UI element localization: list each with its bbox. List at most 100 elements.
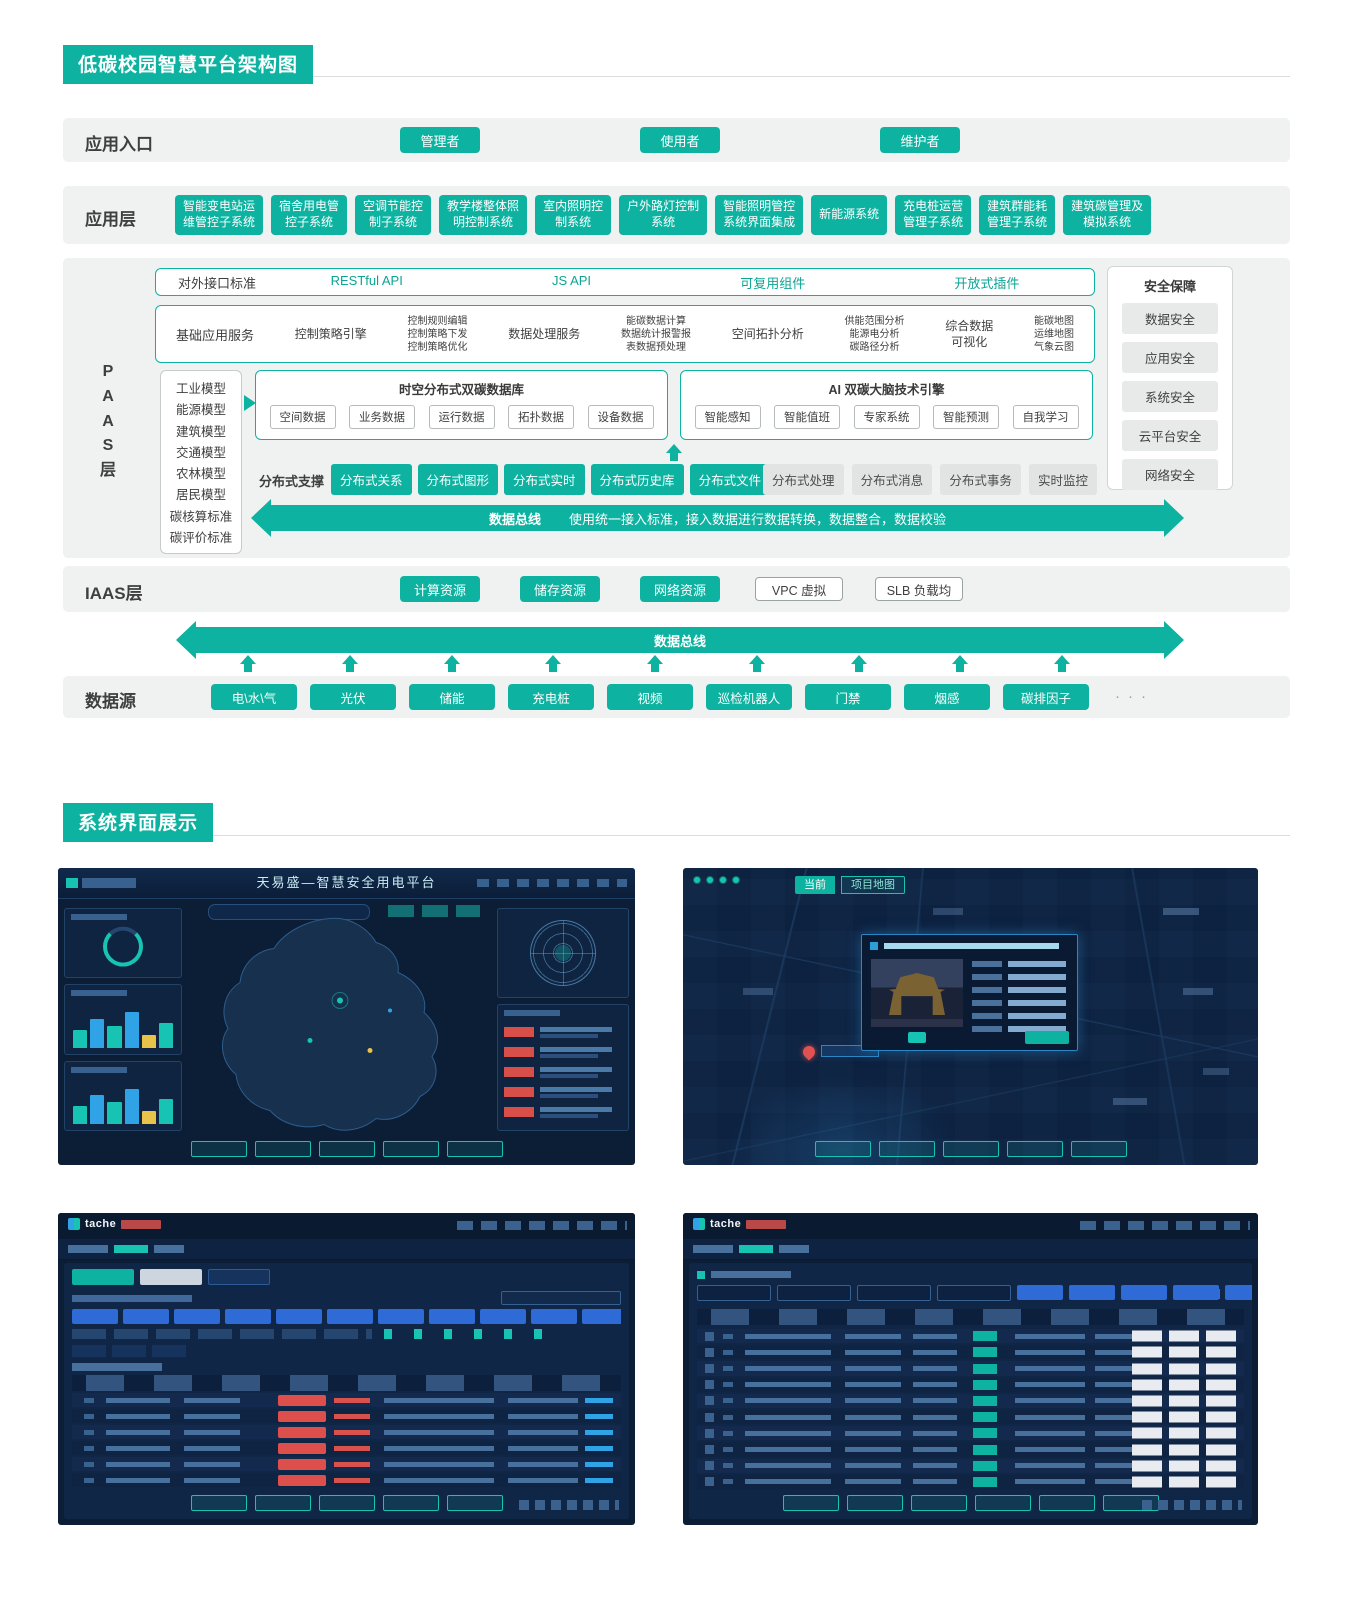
table-row	[697, 1474, 1244, 1490]
alarm-row	[504, 1044, 622, 1060]
security-item: 网络安全	[1122, 459, 1218, 490]
security-item: 系统安全	[1122, 381, 1218, 412]
filter-chip	[1225, 1285, 1252, 1300]
gauge-chart	[103, 926, 143, 967]
bar	[124, 1088, 139, 1124]
logo-placeholder	[66, 878, 136, 888]
window-dots	[693, 876, 740, 884]
distributed-item: 分布式实时	[504, 464, 585, 495]
entry-roles: 管理者使用者维护者	[400, 127, 960, 153]
distributed-support-label: 分布式支撑	[259, 474, 325, 489]
dashboard-header: 天易盛—智慧安全用电平台	[58, 868, 635, 899]
alarm-row	[504, 1024, 622, 1040]
data-source-items: 电\水\气光伏储能充电桩视频巡检机器人门禁烟感碳排因子	[211, 684, 1089, 710]
bar	[158, 1022, 174, 1048]
toolbar-chips	[388, 905, 480, 917]
footer-button-placeholder	[910, 1495, 967, 1511]
data-source-box: 视频	[607, 684, 693, 710]
role-button: 使用者	[640, 127, 720, 153]
iaas-resource-box: 储存资源	[520, 576, 600, 602]
iaas-outlined-box: VPC 虚拟	[755, 577, 843, 601]
date-range-picker	[501, 1291, 621, 1305]
model-item: 居民模型	[175, 488, 226, 503]
application-layer-band: 应用层 智能变电站运 维管控子系统宿舍用电管 控子系统空调节能控 制子系统教学楼…	[63, 186, 1290, 244]
bar-chart-panel	[64, 1060, 182, 1131]
app-system-box: 充电桩运营 管理子系统	[895, 195, 972, 235]
footer-button-placeholder	[446, 1141, 503, 1157]
service-item: 数据处理服务	[508, 326, 581, 341]
ai-chip: 自我学习	[1012, 405, 1079, 429]
breadcrumb-bar	[58, 1239, 635, 1260]
app-system-box: 智能照明管控 系统界面集成	[715, 195, 804, 235]
input-placeholder	[937, 1285, 1011, 1301]
footer-button-placeholder	[1070, 1141, 1127, 1157]
filter-chip	[1017, 1285, 1063, 1300]
screenshot-alarm-table: tache	[58, 1213, 635, 1525]
search-bar-placeholder	[208, 904, 370, 920]
section-label-placeholder	[697, 1270, 807, 1279]
data-source-box: 门禁	[805, 684, 891, 710]
architecture-title: 低碳校园智慧平台架构图	[63, 45, 314, 84]
services-label: 基础应用服务	[176, 327, 255, 343]
bar	[73, 1105, 88, 1124]
arrow-up-icon	[850, 655, 867, 672]
radar-chart	[530, 920, 596, 986]
table-row	[697, 1377, 1244, 1393]
map-region	[221, 917, 439, 1131]
distributed-item: 分布式消息	[851, 464, 933, 495]
input-placeholder	[697, 1285, 771, 1301]
input-placeholder	[857, 1285, 931, 1301]
filter-chip	[72, 1309, 118, 1324]
application-layer-label: 应用层	[85, 210, 136, 229]
filter-chip	[480, 1309, 526, 1324]
alarm-row	[504, 1084, 622, 1100]
tab-placeholder	[140, 1269, 202, 1285]
window-dot	[706, 876, 714, 884]
service-item: 空间拓扑分析	[731, 326, 804, 341]
project-map-chip: 项目地图	[841, 876, 905, 894]
source-up-arrows	[240, 655, 1070, 672]
arrow-right-icon	[244, 395, 256, 411]
header-icons	[477, 879, 627, 887]
bar	[141, 1034, 156, 1048]
filter-chip	[429, 1309, 475, 1324]
map-point	[307, 1038, 313, 1043]
iaas-layer-label: IAAS层	[85, 584, 143, 603]
window-dot	[693, 876, 701, 884]
model-item: 农林模型	[175, 467, 226, 482]
input-placeholder	[777, 1285, 851, 1301]
api-item: 开放式插件	[954, 275, 1020, 291]
table-row	[72, 1393, 621, 1407]
table-row	[697, 1361, 1244, 1376]
window-dot	[719, 876, 727, 884]
bar	[73, 1029, 88, 1048]
arrow-up-icon	[666, 444, 682, 453]
app-system-box: 新能源系统	[811, 195, 888, 235]
bar	[141, 1111, 156, 1124]
logo-text: tache	[710, 1218, 742, 1230]
filter-chip	[327, 1309, 373, 1324]
arrow-up-icon	[545, 655, 562, 672]
arrow-up-icon	[240, 655, 256, 672]
window-dot	[732, 876, 740, 884]
bar-chart	[73, 1084, 174, 1124]
spatiotemporal-database-box: 时空分布式双碳数据库 空间数据业务数据运行数据拓扑数据设备数据	[255, 370, 668, 440]
detail-button-placeholder	[1025, 1031, 1069, 1044]
footer-button-placeholder	[446, 1495, 503, 1511]
radar-panel	[497, 908, 629, 998]
popup-title-placeholder	[870, 941, 1069, 951]
data-bus-description: 使用统一接入标准，接入数据进行数据转换，数据整合，数据校验	[569, 511, 947, 527]
pagination	[1142, 1500, 1242, 1510]
table-row	[697, 1458, 1244, 1474]
screenshot-map-monitor: 当前 项目地图	[683, 868, 1258, 1165]
admin-header: tache	[683, 1213, 1258, 1239]
table-row	[72, 1473, 621, 1487]
table-row	[697, 1329, 1244, 1344]
radio-options	[384, 1329, 554, 1339]
data-bus-title: 数据总线	[653, 633, 706, 649]
data-source-label: 数据源	[85, 692, 136, 711]
data-source-box: 巡检机器人	[706, 684, 792, 710]
info-row-placeholder	[972, 959, 1069, 969]
